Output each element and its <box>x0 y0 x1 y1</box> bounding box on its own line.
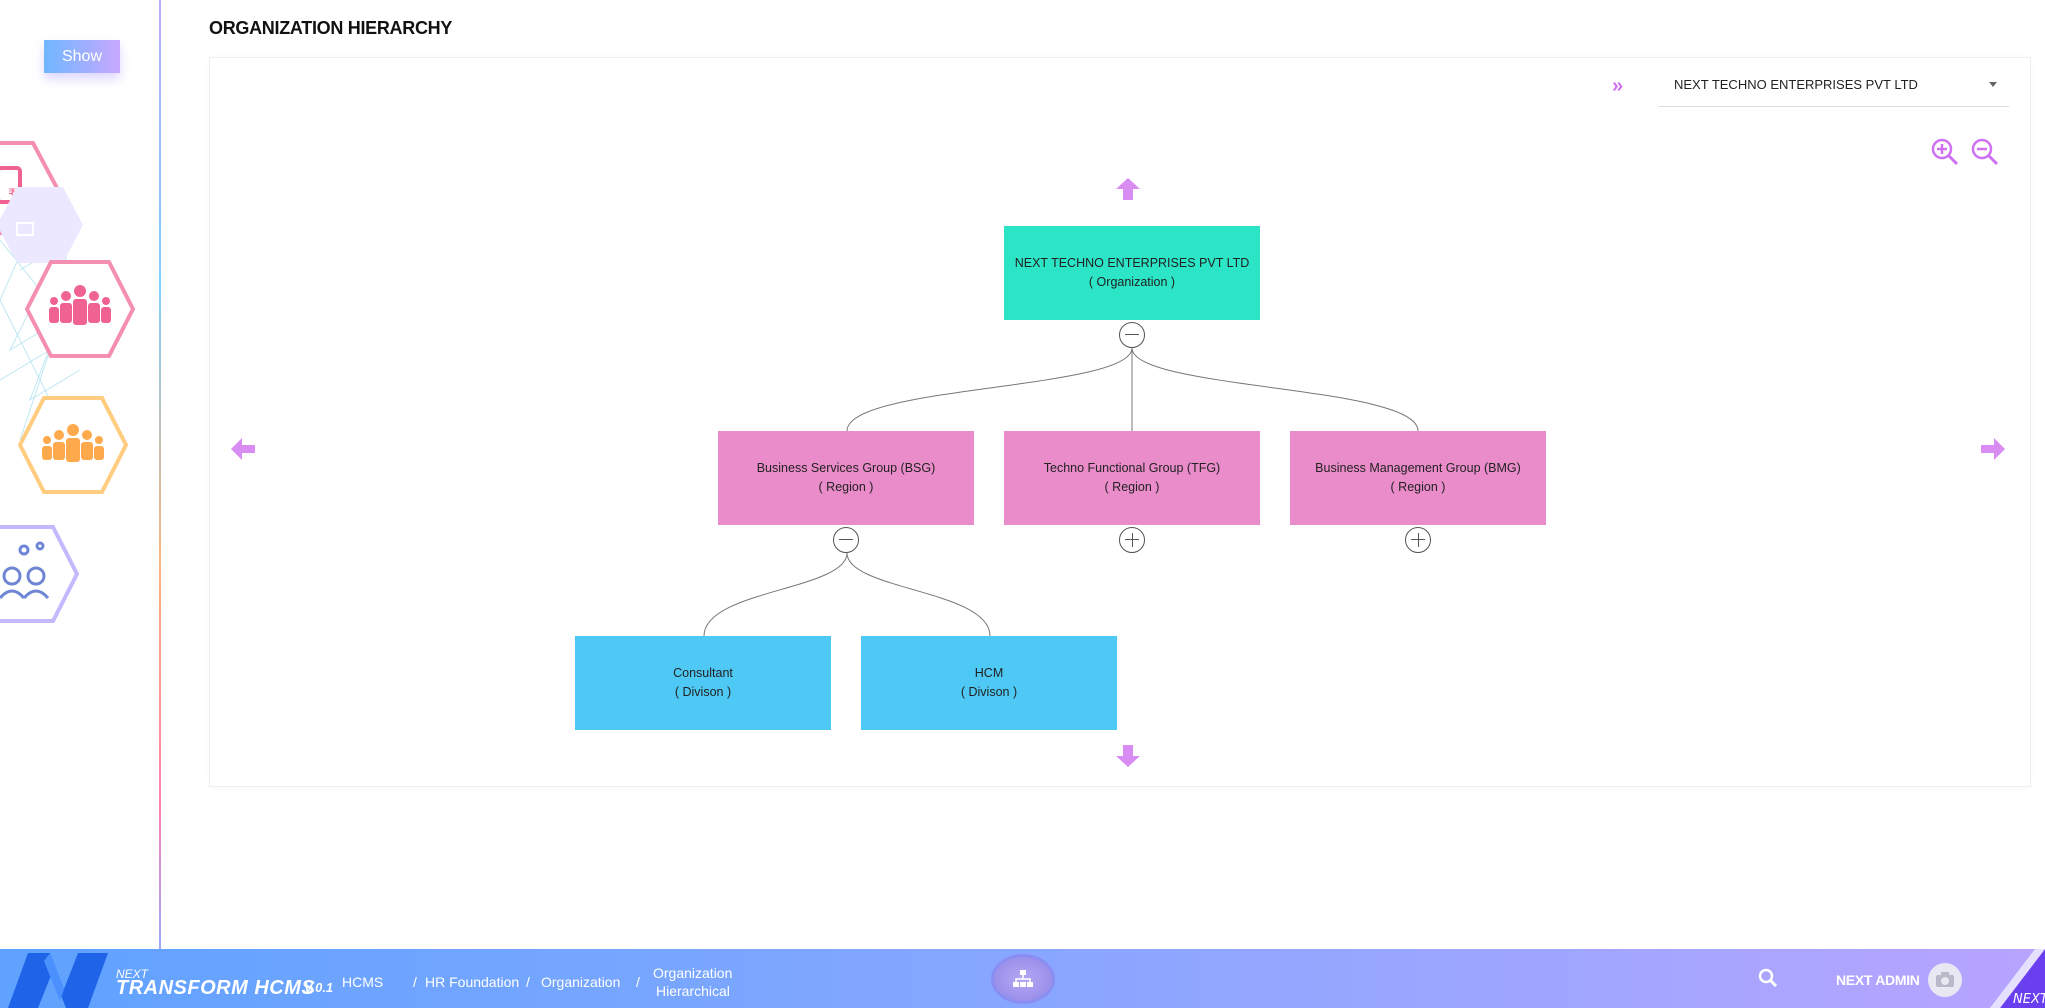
show-button[interactable]: Show <box>44 40 120 73</box>
svg-text:₹: ₹ <box>8 187 16 202</box>
org-node-region-bsg[interactable]: Business Services Group (BSG) ( Region ) <box>718 431 974 525</box>
node-name: Business Services Group (BSG) <box>756 461 936 475</box>
chevron-down-icon <box>1989 82 1997 87</box>
node-type: ( Region ) <box>1390 480 1446 494</box>
collapse-toggle-icon[interactable] <box>1119 322 1145 348</box>
org-node-root[interactable]: NEXT TECHNO ENTERPRISES PVT LTD ( Organi… <box>1004 226 1260 320</box>
node-type: ( Region ) <box>1104 480 1160 494</box>
expand-chevron-icon[interactable]: » <box>1612 75 1624 97</box>
next-corner-logo[interactable]: NEXT <box>1990 949 2045 1008</box>
hierarchy-panel <box>209 57 2031 787</box>
avatar[interactable] <box>1928 963 1962 997</box>
breadcrumb-separator: / <box>526 974 530 990</box>
breadcrumb-separator: / <box>636 974 640 990</box>
footer-bar: NEXT TRANSFORM HCMS V.0.1 HCMS / HR Foun… <box>0 949 2045 1008</box>
org-node-region-tfg[interactable]: Techno Functional Group (TFG) ( Region ) <box>1004 431 1260 525</box>
breadcrumb-separator: / <box>413 974 417 990</box>
zoom-out-icon[interactable] <box>1970 137 2000 167</box>
employees-icon[interactable] <box>24 259 136 359</box>
node-type: ( Divison ) <box>960 685 1018 699</box>
collapse-toggle-icon[interactable] <box>833 527 859 553</box>
hexagon-decoration <box>0 187 83 263</box>
node-name: HCM <box>974 666 1004 680</box>
pan-right-arrow-icon[interactable] <box>1980 437 2006 461</box>
zoom-in-icon[interactable] <box>1930 137 1960 167</box>
organization-select[interactable]: NEXT TECHNO ENTERPRISES PVT LTD <box>1659 70 2009 107</box>
left-rail: Show ₹ <box>0 0 160 949</box>
brand-version: V.0.1 <box>304 980 334 995</box>
pan-up-arrow-icon[interactable] <box>1115 177 1141 201</box>
brand-logo-icon <box>8 953 108 1008</box>
page-title: ORGANIZATION HIERARCHY <box>209 18 453 38</box>
org-node-region-bmg[interactable]: Business Management Group (BMG) ( Region… <box>1290 431 1546 525</box>
node-type: ( Divison ) <box>674 685 732 699</box>
corner-text: NEXT <box>2013 992 2045 1007</box>
brand-next: NEXT <box>116 967 149 981</box>
breadcrumb-current-line2: Hierarchical <box>656 983 730 999</box>
brand-name: TRANSFORM HCMS <box>116 977 316 999</box>
breadcrumb-organization[interactable]: Organization <box>541 974 621 990</box>
pan-left-arrow-icon[interactable] <box>230 437 256 461</box>
organization-select-value: NEXT TECHNO ENTERPRISES PVT LTD <box>1674 77 1918 92</box>
team-icon[interactable] <box>17 395 129 495</box>
node-type: ( Region ) <box>818 480 874 494</box>
expand-toggle-icon[interactable] <box>1405 527 1431 553</box>
expand-toggle-icon[interactable] <box>1119 527 1145 553</box>
org-node-division-consultant[interactable]: Consultant ( Divison ) <box>575 636 831 730</box>
org-node-division-hcm[interactable]: HCM ( Divison ) <box>861 636 1117 730</box>
node-name: Business Management Group (BMG) <box>1315 461 1521 475</box>
node-type: ( Organization ) <box>1088 275 1176 289</box>
node-name: NEXT TECHNO ENTERPRISES PVT LTD <box>1014 256 1250 270</box>
node-name: Techno Functional Group (TFG) <box>1043 461 1221 475</box>
hierarchy-icon <box>1013 970 1033 987</box>
node-name: Consultant <box>673 666 733 680</box>
user-management-icon[interactable] <box>0 524 80 624</box>
hierarchy-home-button[interactable] <box>994 957 1052 1001</box>
pan-down-arrow-icon[interactable] <box>1115 744 1141 768</box>
search-icon[interactable] <box>1758 968 1778 988</box>
rail-divider <box>159 0 161 949</box>
user-name[interactable]: NEXT ADMIN <box>1836 972 1920 988</box>
camera-icon <box>1936 972 1954 987</box>
breadcrumb-hr-foundation[interactable]: HR Foundation <box>425 974 520 990</box>
breadcrumb-current-line1: Organization <box>653 965 733 981</box>
breadcrumb-hcms[interactable]: HCMS <box>342 974 384 990</box>
